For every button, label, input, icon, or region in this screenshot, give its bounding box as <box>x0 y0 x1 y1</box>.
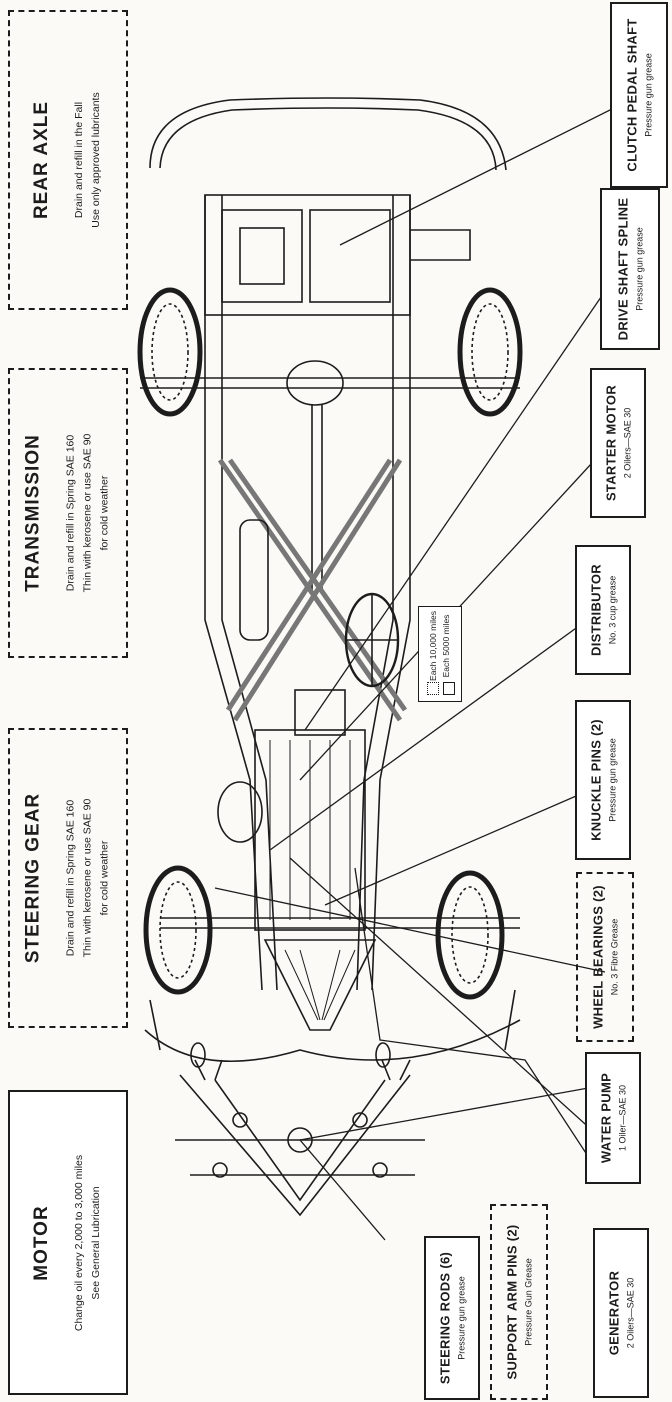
callout-subtitle: Pressure gun grease <box>607 738 618 822</box>
callout-subtitle: Pressure gun grease <box>643 53 654 137</box>
callout-title: STARTER MOTOR <box>603 384 619 502</box>
rear-body <box>204 194 411 316</box>
callout-subtitle: Pressure gun grease <box>456 1276 467 1360</box>
unit-line: for cold weather <box>98 840 111 916</box>
callout-subtitle: Pressure gun grease <box>634 227 645 311</box>
callout-distributor: DISTRIBUTOR No. 3 cup grease <box>575 545 631 675</box>
radiator-grille <box>263 939 377 1031</box>
callout-subtitle: No. 3 Fibre Grease <box>609 918 620 996</box>
drive-shaft <box>311 405 323 590</box>
front-axle <box>160 917 520 929</box>
unit-line: See General Lubrication <box>90 1185 102 1300</box>
callout-wheel-bearings: WHEEL BEARINGS (2) No. 3 Fibre Grease <box>576 872 634 1042</box>
dotted-box-symbol <box>427 682 439 695</box>
callout-label: SUPPORT ARM PINS (2) Pressure Gun Grease <box>505 1224 534 1379</box>
legend-line-1: Each 10,000 miles <box>428 611 438 682</box>
front-suspension-detail <box>175 1074 425 1217</box>
callout-knuckle-pins: KNUCKLE PINS (2) Pressure gun grease <box>575 700 631 860</box>
callout-generator: GENERATOR 2 Oilers—SAE 30 <box>593 1228 649 1398</box>
callout-subtitle: 2 Oilers—SAE 30 <box>622 407 633 479</box>
frame-rail-left <box>204 195 263 991</box>
mileage-legend: Each 10,000 miles Each 5000 miles <box>418 606 462 702</box>
unit-line: Thin with kerosene or use SAE 90 <box>81 433 94 593</box>
unit-title: TRANSMISSION <box>22 434 44 592</box>
callout-title: WHEEL BEARINGS (2) <box>590 885 606 1029</box>
unit-line: Thin with kerosene or use SAE 90 <box>81 798 94 958</box>
rear-axle-line <box>140 377 520 389</box>
unit-line: Drain and refill in the Fall <box>73 101 85 219</box>
callout-subtitle: 1 Oiler—SAE 30 <box>617 1084 628 1152</box>
callout-label: WHEEL BEARINGS (2) No. 3 Fibre Grease <box>591 885 620 1029</box>
callout-clutch-pedal-shaft: CLUTCH PEDAL SHAFT Pressure gun grease <box>610 2 668 188</box>
unit-title: MOTOR <box>31 1204 52 1281</box>
front-wheel-right <box>435 870 505 1000</box>
callout-title: CLUTCH PEDAL SHAFT <box>624 18 640 172</box>
callout-title: DRIVE SHAFT SPLINE <box>615 197 631 341</box>
callout-label: STEERING RODS (6) Pressure gun grease <box>438 1252 467 1384</box>
unit-motor: MOTOR Change oil every 2,000 to 3,000 mi… <box>8 1090 128 1395</box>
unit-label: TRANSMISSION Drain and refill in Spring … <box>23 434 114 593</box>
callout-title: GENERATOR <box>606 1270 622 1356</box>
unit-rear-axle: REAR AXLE Drain and refill in the Fall U… <box>8 10 128 310</box>
rear-wheel-right <box>457 287 523 417</box>
callout-label: WATER PUMP 1 Oiler—SAE 30 <box>599 1073 628 1163</box>
callout-title: WATER PUMP <box>598 1072 614 1164</box>
unit-label: MOTOR Change oil every 2,000 to 3,000 mi… <box>31 1154 105 1330</box>
unit-title: STEERING GEAR <box>22 792 44 964</box>
callout-label: KNUCKLE PINS (2) Pressure gun grease <box>589 719 618 841</box>
callout-label: CLUTCH PEDAL SHAFT Pressure gun grease <box>625 18 654 171</box>
unit-transmission: TRANSMISSION Drain and refill in Spring … <box>8 368 128 658</box>
air-cleaner <box>217 781 263 843</box>
callout-water-pump: WATER PUMP 1 Oiler—SAE 30 <box>585 1052 641 1184</box>
callout-label: DRIVE SHAFT SPLINE Pressure gun grease <box>616 198 645 341</box>
rear-wheel-left <box>137 287 203 417</box>
legend-line-2: Each 5000 miles <box>441 615 451 678</box>
callout-subtitle: 2 Oilers—SAE 30 <box>625 1277 636 1349</box>
callout-label: GENERATOR 2 Oilers—SAE 30 <box>607 1271 636 1356</box>
unit-line: Use only approved lubricants <box>90 92 102 228</box>
callout-drive-shaft-spline: DRIVE SHAFT SPLINE Pressure gun grease <box>600 188 660 350</box>
unit-title: REAR AXLE <box>31 100 52 220</box>
unit-line: for cold weather <box>98 475 111 551</box>
callout-subtitle: No. 3 cup grease <box>607 575 618 645</box>
engine-block <box>254 729 366 931</box>
callout-title: DISTRIBUTOR <box>588 564 604 656</box>
callout-title: STEERING RODS (6) <box>437 1251 453 1385</box>
unit-steering-gear: STEERING GEAR Drain and refill in Spring… <box>8 728 128 1028</box>
unit-label: REAR AXLE Drain and refill in the Fall U… <box>31 92 105 227</box>
callout-label: STARTER MOTOR 2 Oilers—SAE 30 <box>604 385 633 501</box>
rear-fender <box>149 97 507 171</box>
callout-steering-rods: STEERING RODS (6) Pressure gun grease <box>424 1236 480 1400</box>
solid-box-symbol <box>443 682 455 695</box>
callout-title: SUPPORT ARM PINS (2) <box>504 1224 520 1380</box>
callout-subtitle: Pressure Gun Grease <box>523 1258 534 1346</box>
muffler <box>239 519 269 641</box>
legend-text: Each 10,000 miles Each 5000 miles <box>427 612 453 682</box>
callout-starter-motor: STARTER MOTOR 2 Oilers—SAE 30 <box>590 368 646 518</box>
unit-label: STEERING GEAR Drain and refill in Spring… <box>23 793 114 963</box>
callout-label: DISTRIBUTOR No. 3 cup grease <box>589 564 618 656</box>
unit-line: Drain and refill in Spring SAE 160 <box>64 799 77 957</box>
unit-line: Change oil every 2,000 to 3,000 miles <box>73 1154 85 1331</box>
callout-support-arm-pins: SUPPORT ARM PINS (2) Pressure Gun Grease <box>490 1204 548 1400</box>
front-wheel-left <box>143 865 213 995</box>
unit-line: Drain and refill in Spring SAE 160 <box>64 434 77 592</box>
front-fender <box>144 1019 521 1063</box>
callout-title: KNUCKLE PINS (2) <box>588 719 604 841</box>
